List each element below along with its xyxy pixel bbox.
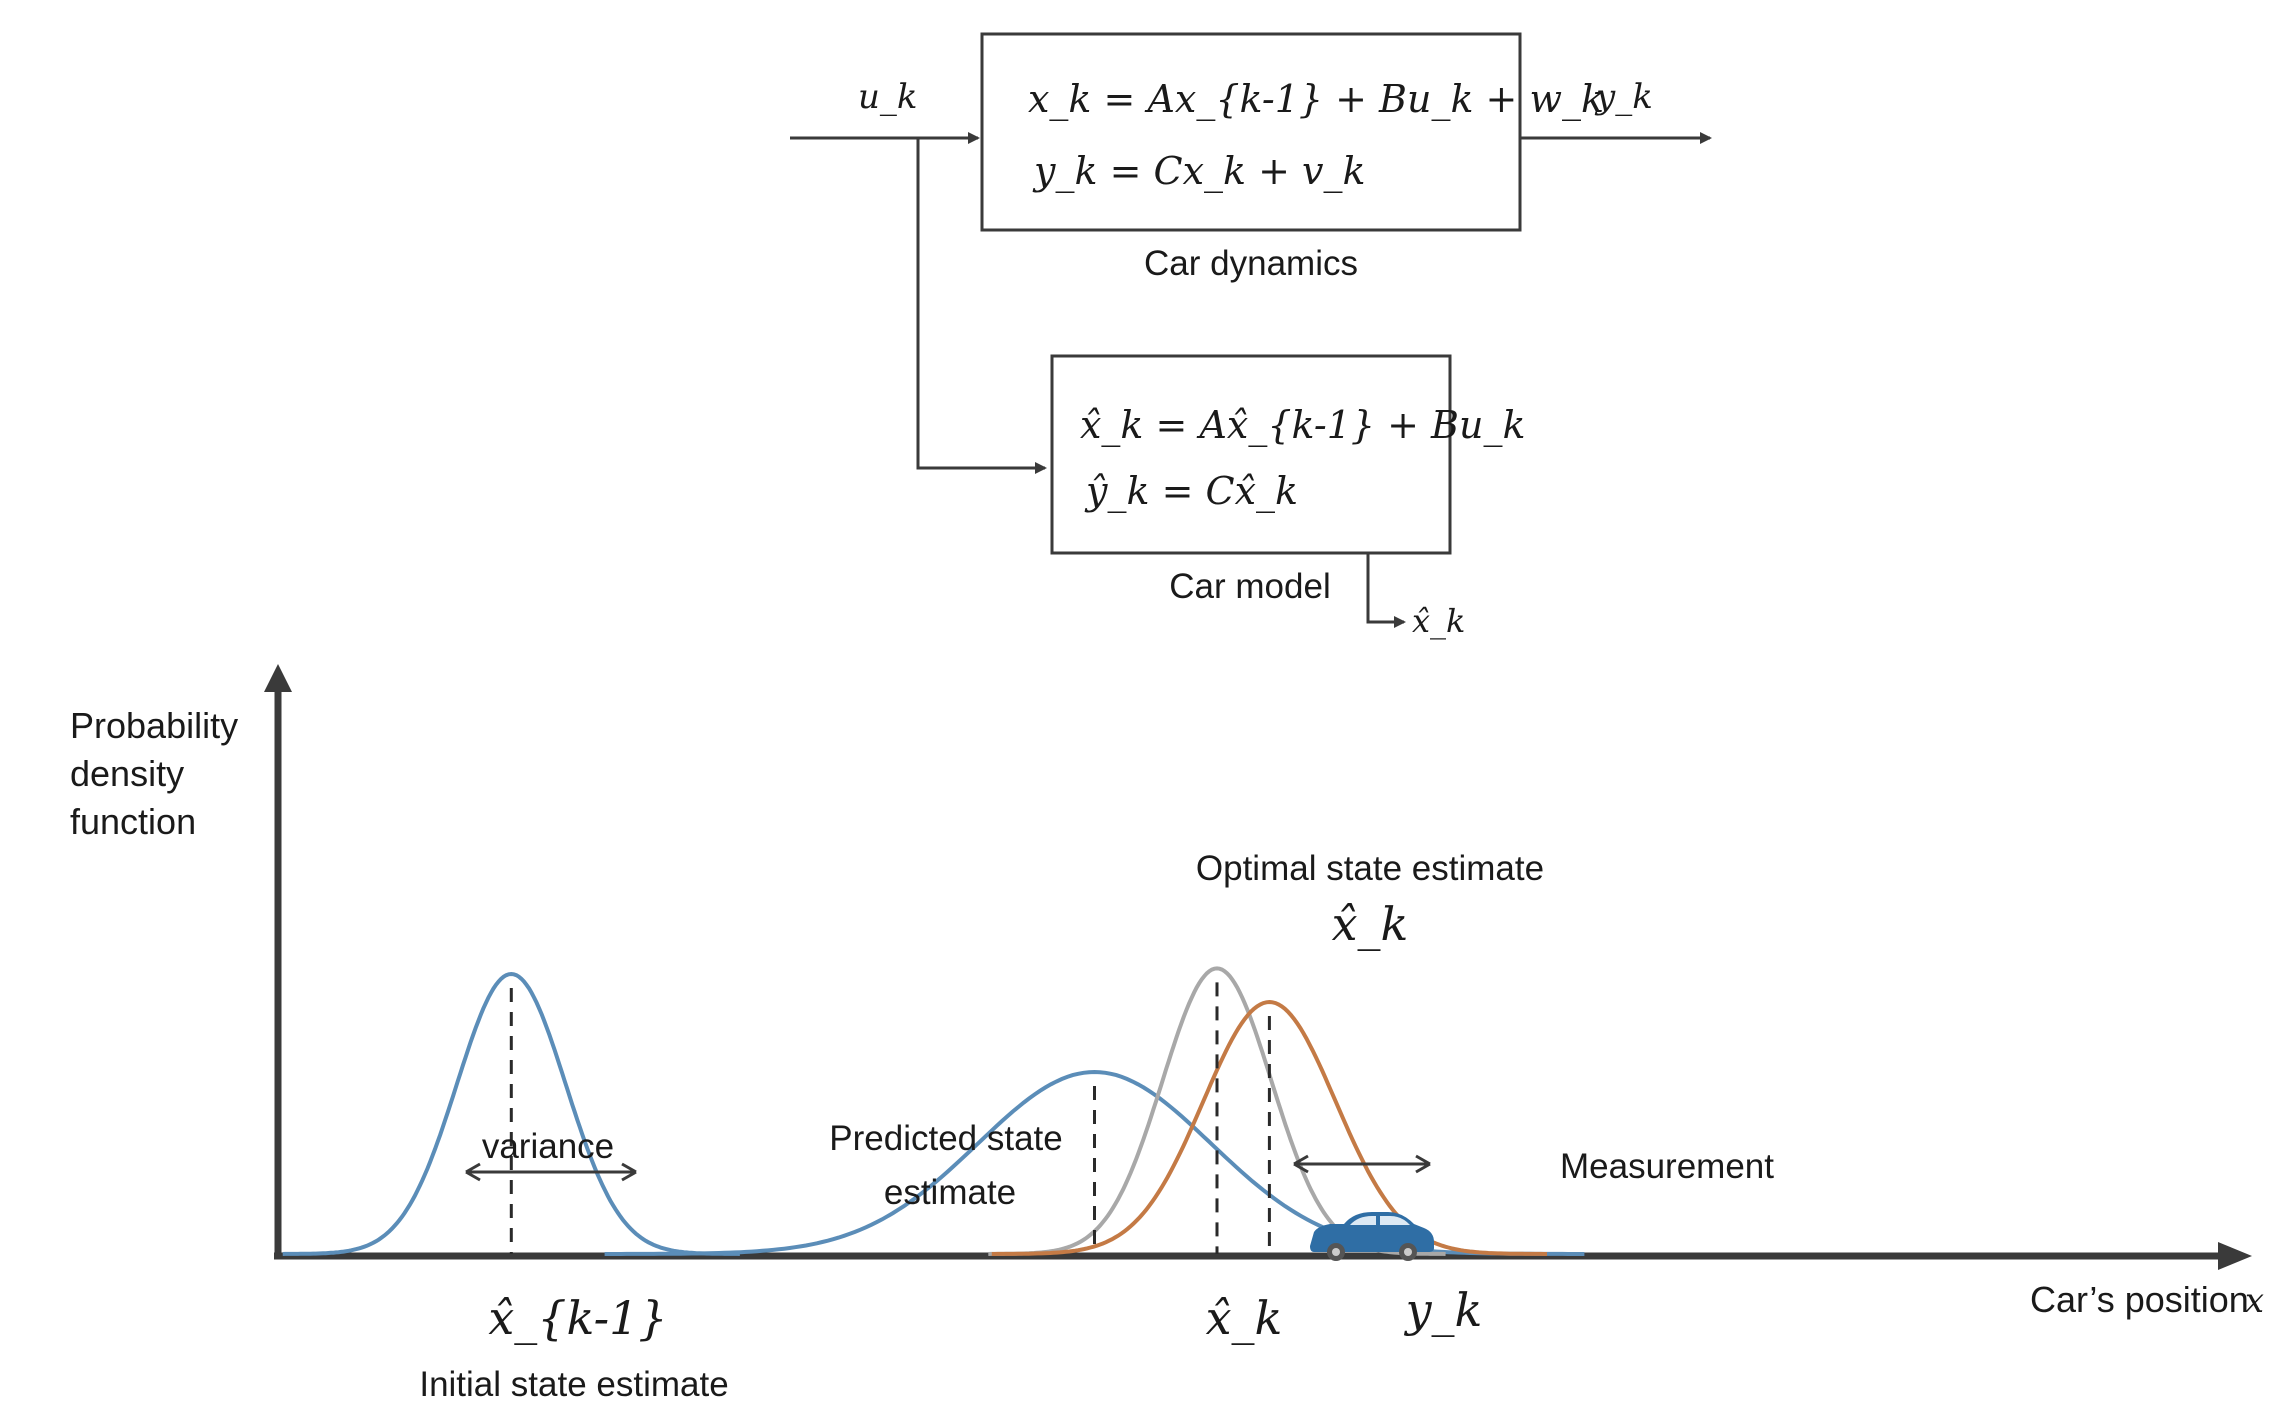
variance-arrow [465, 1162, 637, 1182]
measurement-label: Measurement [1560, 1147, 1774, 1186]
dynamics-state-equation: x_k = Ax_{k-1} + Bu_k + w_k [1028, 77, 1604, 122]
pdf-plot: Probability density function Car’s posit… [70, 664, 2264, 1404]
output-signal-label: y_k [1594, 77, 1653, 117]
input-branch-arrow [916, 138, 1047, 474]
marker-optimal-estimate: x̂_k [1332, 897, 1409, 951]
x-axis-symbol: x [2245, 1281, 2264, 1321]
marker-measurement: y_k [1404, 1283, 1483, 1337]
x-axis-arrowhead [2218, 1242, 2252, 1270]
y-axis-label-line-2: density [70, 753, 184, 794]
car-icon [1310, 1212, 1434, 1261]
model-output-label: x̂_k [1412, 602, 1465, 640]
curve-initial [282, 971, 740, 1256]
optimal-label: Optimal state estimate [1196, 849, 1544, 888]
car-dynamics-label: Car dynamics [1144, 244, 1358, 283]
y-axis-label-line-3: function [70, 801, 196, 842]
estimate-spread-arrow [1293, 1154, 1431, 1174]
marker-previous-estimate: x̂_{k-1} [488, 1291, 667, 1345]
model-output-arrow [1366, 553, 1406, 628]
predicted-label-line-2: estimate [884, 1173, 1016, 1212]
car-dynamics-box [980, 32, 1522, 232]
x-axis-label: Car’s position [2030, 1279, 2249, 1320]
marker-predicted-estimate: x̂_k [1206, 1291, 1283, 1345]
input-signal-label: u_k [858, 77, 918, 117]
mean-lines [509, 982, 1271, 1254]
model-state-equation: x̂_k = Ax̂_{k-1} + Bu_k [1080, 403, 1525, 448]
dynamics-output-equation: y_k = Cx_k + v_k [1032, 149, 1366, 194]
y-axis-label-line-1: Probability [70, 705, 238, 746]
initial-label: Initial state estimate [419, 1365, 728, 1404]
curve-measurement [991, 999, 1547, 1256]
predicted-label-line-1: Predicted state [829, 1119, 1062, 1158]
variance-label: variance [482, 1127, 614, 1166]
car-model-label: Car model [1169, 567, 1330, 606]
y-axis-arrowhead [264, 664, 292, 692]
model-output-equation: ŷ_k = Cx̂_k [1084, 469, 1298, 514]
car-model-box [1050, 354, 1452, 555]
